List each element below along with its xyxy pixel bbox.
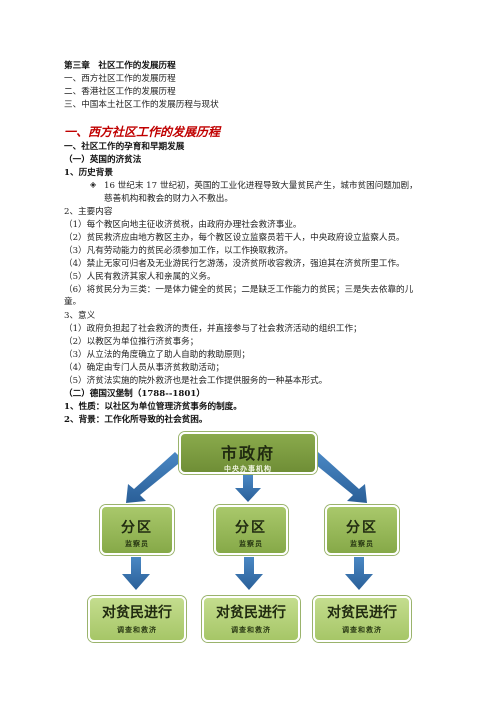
meaning-item: （1）政府负担起了社会救济的责任，并直接参与了社会救济活动的组织工作； [64, 324, 362, 334]
content-item: （3）凡有劳动能力的贫民必须参加工作，以工作换取救济。 [64, 246, 293, 256]
meaning-item: （5）济贫法实施的院外救济也是社会工作提供服务的一种基本形式。 [64, 376, 328, 386]
nature-text: 1、性质：以社区为单位管理济贫事务的制度。 [64, 402, 242, 412]
meaning-item: （3）从立法的角度确立了助人自助的救助原则； [64, 350, 250, 360]
arrow-down-left [122, 557, 150, 590]
toc-item-2: 二、香港社区工作的发展历程 [64, 87, 176, 97]
arrow-center-down [235, 475, 261, 502]
district-title: 分区 [121, 520, 153, 536]
district-box-1: 分区 监察员 [100, 505, 174, 555]
background-title: 1、历史背景 [64, 168, 113, 178]
action-sub: 调查和救济 [231, 625, 271, 634]
action-sub: 调查和救济 [117, 625, 157, 634]
action-title: 对贫民进行 [327, 605, 397, 621]
city-government-box: 市政府 中央办事机构 [179, 432, 317, 474]
action-sub: 调查和救济 [342, 625, 382, 634]
district-sub: 监察员 [350, 539, 374, 548]
background-line: 2、背景：工作化所导致的社会贫困。 [64, 415, 208, 425]
meaning-title: 3、意义 [64, 311, 96, 321]
subsection-a: （一）英国的济贫法 [64, 155, 142, 165]
subsection-b: （二）德国汉堡制（1788--1801） [64, 389, 205, 399]
arrow-left-diagonal [126, 452, 183, 503]
district-box-3: 分区 监察员 [325, 505, 399, 555]
arrow-down-right [345, 557, 373, 590]
district-title: 分区 [235, 520, 267, 536]
content-title: 2、主要内容 [64, 207, 113, 217]
subsection-heading: 一、社区工作的孕育和早期发展 [64, 142, 185, 152]
background-text: 16 世纪末 17 世纪初，英国的工业化进程导致大量贫民产生，城市贫困问题加剧，… [104, 181, 418, 204]
content-item: （6）将贫民分为三类：一是体力健全的贫民；二是缺乏工作能力的贫民；三是失去依靠的… [64, 285, 414, 307]
content-item: （2）贫民救济应由地方教区主办，每个教区设立监察员若干人，中央政府设立监察人员。 [64, 233, 405, 243]
content-item: （4）禁止无家可归者及无业游民行乞游荡，没济贫所收容救济，强迫其在济贫所里工作。 [64, 259, 405, 269]
action-box-3: 对贫民进行 调查和救济 [313, 596, 411, 642]
toc-item-3: 三、中国本土社区工作的发展历程与现状 [64, 100, 219, 110]
toc-item-1: 一、西方社区工作的发展历程 [64, 74, 176, 84]
district-sub: 监察员 [125, 539, 149, 548]
district-sub: 监察员 [239, 539, 263, 548]
section-heading: 一、西方社区工作的发展历程 [64, 125, 221, 139]
chapter-title: 第三章 社区工作的发展历程 [64, 61, 176, 71]
action-box-2: 对贫民进行 调查和救济 [202, 596, 300, 642]
action-box-1: 对贫民进行 调查和救济 [88, 596, 186, 642]
arrow-down-center [235, 557, 263, 590]
arrow-right-diagonal [310, 452, 367, 503]
city-government-sub: 中央办事机构 [224, 464, 272, 473]
action-title: 对贫民进行 [216, 605, 286, 621]
content-item: （5）人民有救济其家人和亲属的义务。 [64, 272, 216, 282]
district-box-2: 分区 监察员 [214, 505, 288, 555]
action-title: 对贫民进行 [102, 605, 172, 621]
city-government-title: 市政府 [220, 444, 275, 463]
content-item: （1）每个教区向地主征收济贫税，由政府办理社会救济事业。 [64, 220, 302, 230]
district-title: 分区 [346, 520, 378, 536]
meaning-item: （2）以教区为单位推行济贫事务； [64, 337, 199, 347]
diamond-bullet-icon: ◈ [90, 180, 97, 189]
meaning-item: （4）确定由专门人员从事济贫救助活动； [64, 363, 225, 373]
